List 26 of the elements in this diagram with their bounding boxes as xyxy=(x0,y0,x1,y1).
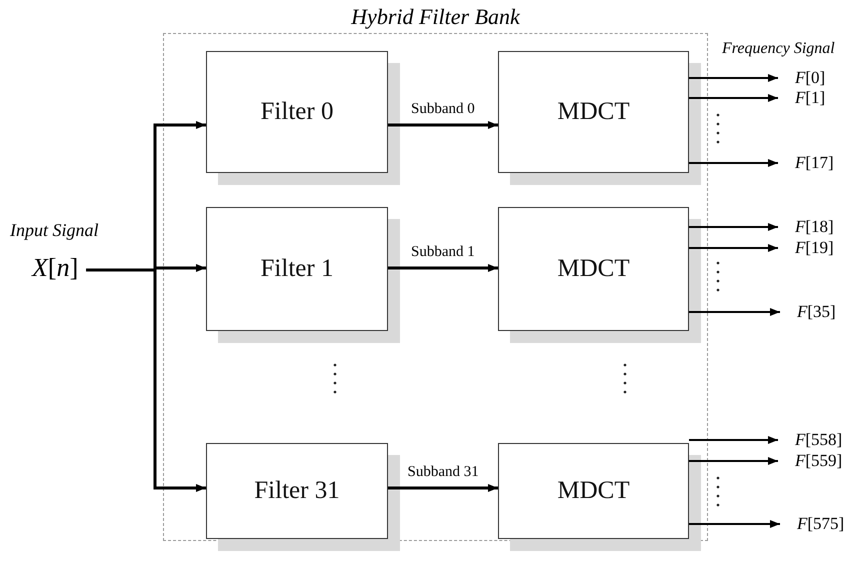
signal-label: F[19] xyxy=(795,239,834,256)
arrow xyxy=(388,484,498,492)
arrow xyxy=(689,244,778,252)
signal-label: F[18] xyxy=(795,218,834,235)
arrow xyxy=(689,436,778,444)
signal-label: F[1] xyxy=(795,89,826,106)
arrow xyxy=(689,94,778,102)
signal-label: F[0] xyxy=(795,69,826,86)
group-title: Hybrid Filter Bank xyxy=(350,4,521,30)
output-caption: Frequency Signal xyxy=(722,40,835,58)
signal-label: F[559] xyxy=(795,452,842,469)
signal-label: F[575] xyxy=(797,515,844,532)
arrow xyxy=(689,308,780,316)
signal-label: F[17] xyxy=(795,154,834,171)
arrow xyxy=(86,268,206,492)
arrow xyxy=(689,223,778,231)
signal-label: X[n] xyxy=(32,255,78,281)
arrow xyxy=(388,121,498,129)
signal-caption: Input Signal xyxy=(10,220,98,241)
signal-label: F[35] xyxy=(797,303,836,320)
arrow xyxy=(689,74,778,82)
arrow xyxy=(689,159,778,167)
arrow xyxy=(689,457,778,465)
arrow xyxy=(689,520,780,528)
signal-label: F[558] xyxy=(795,431,842,448)
arrow xyxy=(388,264,498,272)
